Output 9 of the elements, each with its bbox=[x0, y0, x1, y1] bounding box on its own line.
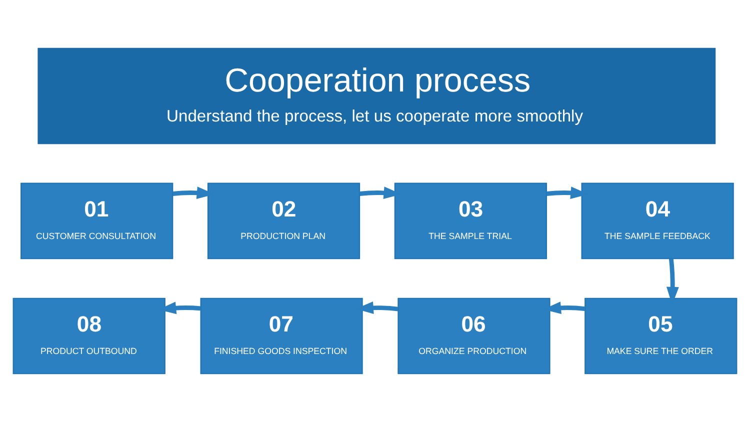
node-box: 02 PRODUCTION PLAN bbox=[207, 182, 360, 259]
node-box: Cooperation process Understand the process, let us cooperate more smoothly bbox=[38, 47, 716, 144]
node-box: 01 CUSTOMER CONSULTATION bbox=[20, 182, 174, 259]
node-box: 06 ORGANIZE PRODUCTION bbox=[398, 297, 550, 374]
node-box: 05 MAKE SURE THE ORDER bbox=[584, 297, 738, 374]
node-box: 08 PRODUCT OUTBOUND bbox=[12, 297, 166, 374]
node-box: 03 THE SAMPLE TRIAL bbox=[394, 182, 547, 259]
node-box: 07 FINISHED GOODS INSPECTION bbox=[200, 297, 363, 374]
node-box: 04 THE SAMPLE FEEDBACK bbox=[581, 182, 734, 259]
